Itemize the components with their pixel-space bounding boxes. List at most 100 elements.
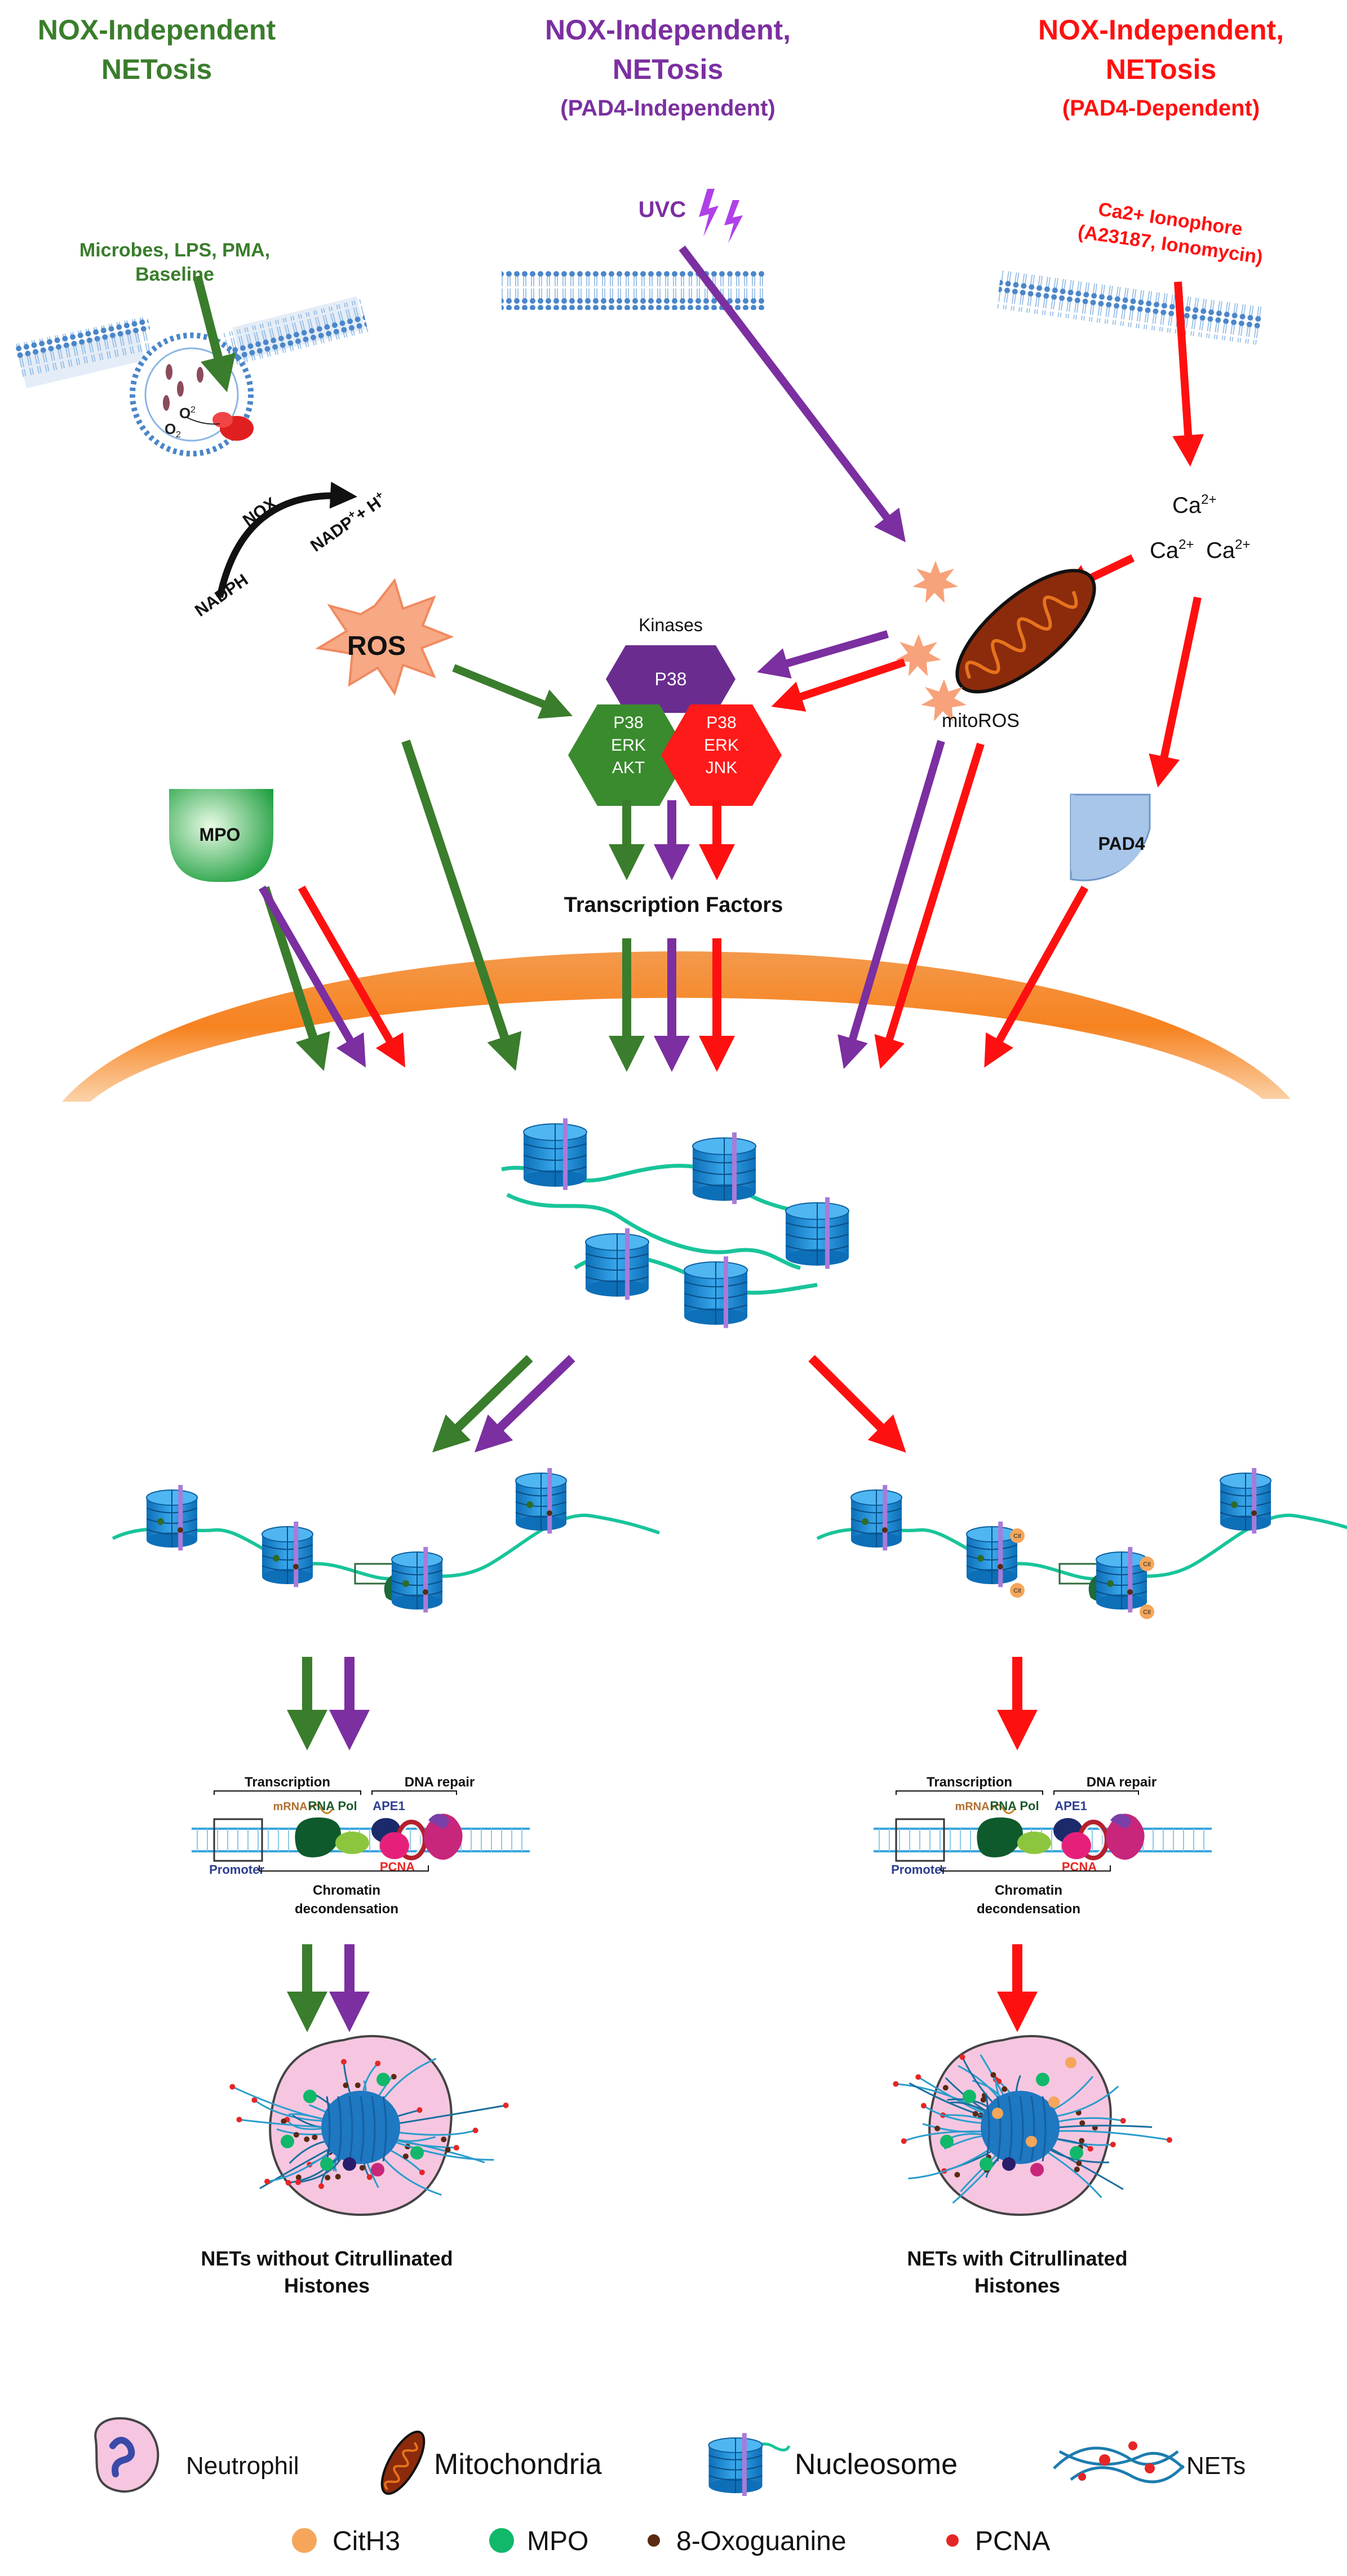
- neutrophil-icon: [94, 2417, 159, 2493]
- green-hex-akt: AKT: [612, 759, 645, 777]
- pad4-icon: PAD4: [1070, 793, 1151, 881]
- arrow-mitoros-purple-nucleus: [838, 740, 945, 1069]
- ape1-label: APE1: [1054, 1799, 1087, 1813]
- p38-label: P38: [655, 669, 687, 689]
- header-left: NOX-Independent NETosis: [38, 14, 276, 85]
- legend-nucleosome-label: Nucleosome: [795, 2448, 958, 2481]
- header-middle-line2: NETosis: [613, 54, 723, 85]
- outcome-left-line1: NETs without Citrullinated: [201, 2247, 453, 2270]
- arrow-mitoros-red-nucleus: [874, 742, 985, 1069]
- svg-text:Ca2+: Ca2+: [1206, 537, 1251, 563]
- cit-marker: [1010, 1583, 1025, 1598]
- header-right-line1: NOX-Independent,: [1038, 14, 1284, 46]
- svg-text:Ca2+: Ca2+: [1150, 537, 1194, 563]
- outcome-right-line2: Histones: [974, 2274, 1060, 2297]
- nucleosome-decondensed-1: [850, 1485, 902, 1551]
- ros-burst: ROS: [315, 578, 454, 696]
- svg-text:Ca2+: Ca2+: [1172, 492, 1217, 518]
- arrow-ca-to-pad4: [1149, 596, 1202, 788]
- arrow-chromatin-green: [432, 1355, 533, 1453]
- pad4-label: PAD4: [1098, 833, 1145, 854]
- oxoguanine-dot-icon: [648, 2534, 660, 2547]
- svg-text:2: 2: [190, 405, 196, 415]
- green-kinase-hexagon: P38 ERK AKT: [568, 704, 689, 806]
- lightning-icon: [699, 189, 743, 243]
- chromatin-label: Chromatin: [995, 1883, 1062, 1898]
- mpo-dot-icon: [489, 2528, 514, 2553]
- mitoros-label: mitoROS: [942, 710, 1020, 731]
- dna-repair-label: DNA repair: [405, 1775, 475, 1790]
- transcription-label: Transcription: [927, 1775, 1012, 1790]
- transcription-label: Transcription: [245, 1775, 330, 1790]
- nucleosome-condensed-5: [684, 1256, 748, 1328]
- pcna-label: PCNA: [1062, 1860, 1097, 1874]
- condensed-chromatin: [501, 1118, 849, 1328]
- membrane-left: O 2 O 2: [15, 296, 369, 456]
- arrow-ros-to-nucleus: [401, 739, 522, 1071]
- p38-kinase-hexagon: P38: [606, 645, 735, 713]
- cit-label: Cit: [1143, 1561, 1150, 1568]
- rna-pol-label: RNA Pol: [990, 1799, 1039, 1813]
- header-right: NOX-Independent, NETosis (PAD4-Dependent…: [1038, 14, 1284, 121]
- outcome-left-line2: Histones: [284, 2274, 370, 2297]
- legend-nets-label: NETs: [1186, 2452, 1246, 2480]
- red-hex-erk: ERK: [704, 736, 739, 755]
- o2-label-2: O: [165, 420, 176, 437]
- arrow-mitoros-to-red-kinases: [771, 658, 906, 712]
- nuclear-envelope: [62, 951, 1291, 1102]
- arrow-mpo-purple: [258, 885, 366, 1068]
- header-left-line2: NETosis: [101, 54, 212, 85]
- nucleosome-decondensed-2: [262, 1522, 313, 1588]
- red-kinase-hexagon: P38 ERK JNK: [661, 704, 782, 806]
- nets-left: [229, 2035, 509, 2216]
- mpo-label: MPO: [200, 824, 241, 845]
- nucleosome-condensed-2: [692, 1132, 756, 1204]
- nucleosome-decondensed-3: [391, 1547, 443, 1613]
- arrow-mpo-red: [298, 885, 405, 1068]
- arrow-ca-ionophore: [1172, 281, 1204, 467]
- arrow-stimulus-left: [193, 275, 236, 392]
- arrow-ros-to-kinases: [452, 664, 573, 719]
- membrane-right: [996, 269, 1264, 345]
- legend: Neutrophil Mitochondria Nucleosome N: [94, 2417, 1246, 2556]
- dna-repair-label: DNA repair: [1087, 1775, 1157, 1790]
- legend-nucleosome-shape: [708, 2433, 763, 2496]
- cith3-dot-icon: [292, 2528, 317, 2553]
- outcome-right-line1: NETs with Citrullinated: [907, 2247, 1127, 2270]
- mitochondria-icon: [380, 2430, 426, 2495]
- cit-marker: [1140, 1604, 1154, 1619]
- header-middle-line3: (PAD4-Independent): [560, 96, 775, 121]
- nucleosome-condensed-3: [785, 1197, 849, 1269]
- promoter-label: Promoter: [209, 1863, 264, 1877]
- legend-pcna-label: PCNA: [975, 2526, 1050, 2556]
- header-left-line1: NOX-Independent: [38, 14, 276, 46]
- legend-mpo: MPO: [489, 2526, 588, 2556]
- chromatin-label: Chromatin: [313, 1883, 380, 1898]
- cit-marker: [1010, 1528, 1025, 1543]
- nox-reaction: NOX NADPH NADP++ H+: [192, 481, 386, 620]
- legend-cith3: CitH3: [292, 2526, 400, 2556]
- legend-mitochondria-label: Mitochondria: [434, 2448, 602, 2481]
- pcna-label: PCNA: [380, 1860, 415, 1874]
- kinases-label: Kinases: [639, 615, 703, 635]
- green-hex-erk: ERK: [611, 736, 646, 755]
- nucleosome-condensed-1: [523, 1118, 587, 1190]
- legend-mpo-label: MPO: [527, 2526, 588, 2556]
- legend-neutrophil: Neutrophil: [94, 2417, 299, 2493]
- arrow-chromatin-purple: [474, 1355, 575, 1453]
- decondensed-chromatin-left: [112, 1468, 660, 1613]
- calcium-ions: Ca2+ Ca2+ Ca2+: [1150, 492, 1251, 563]
- legend-nucleosome: Nucleosome: [708, 2433, 958, 2496]
- cit-label: Cit: [1143, 1609, 1150, 1616]
- legend-mitochondria: Mitochondria: [380, 2430, 602, 2495]
- legend-pcna: PCNA: [946, 2526, 1050, 2556]
- stimulus-uvc: UVC: [639, 197, 686, 222]
- red-hex-p38: P38: [706, 713, 736, 732]
- stimulus-left-line1: Microbes, LPS, PMA,: [79, 240, 270, 261]
- green-hex-p38: P38: [613, 713, 643, 732]
- nucleosome-decondensed-3: [1096, 1547, 1147, 1613]
- arrow-uvc: [679, 245, 906, 543]
- rna-pol-label: RNA Pol: [308, 1799, 357, 1813]
